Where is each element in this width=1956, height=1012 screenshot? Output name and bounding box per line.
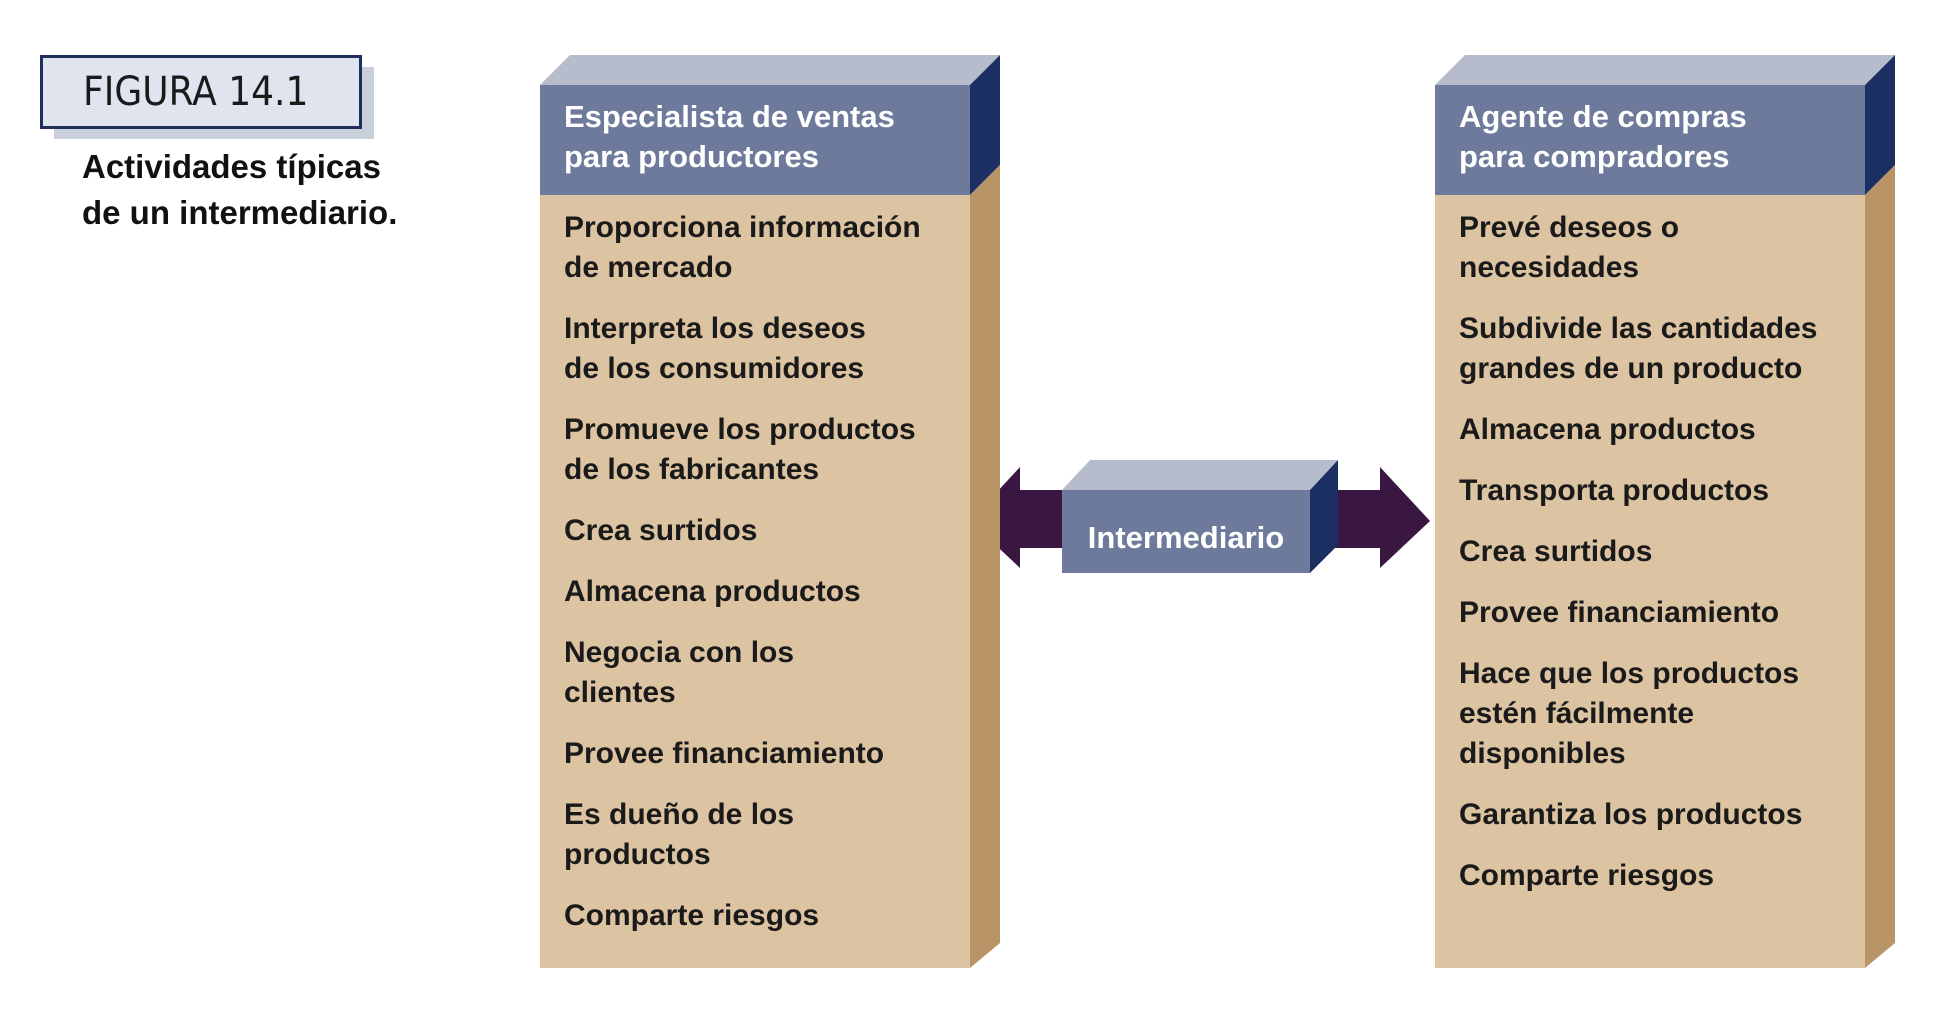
left-box-top xyxy=(540,55,1000,85)
right-column-title: Agente de compras para compradores xyxy=(1459,97,1747,177)
activity-item: Transporta productos xyxy=(1459,471,1817,511)
activity-line: de mercado xyxy=(564,251,733,284)
activity-item: Comparte riesgos xyxy=(564,896,921,936)
activity-item: Proporciona información de mercado xyxy=(564,208,921,288)
figure-label: FIGURA 14.1 xyxy=(83,69,309,115)
figure-label-frame: FIGURA 14.1 xyxy=(40,55,362,129)
activity-line: Hace que los productos xyxy=(1459,657,1800,690)
title-line: Agente de compras xyxy=(1459,99,1747,134)
left-column-box xyxy=(540,55,1000,968)
activity-item: Almacena productos xyxy=(564,572,921,612)
figure-label-box: FIGURA 14.1 xyxy=(40,55,374,139)
activity-line: productos xyxy=(564,838,711,871)
activity-line: Provee financiamiento xyxy=(564,737,885,770)
activity-line: Interpreta los deseos xyxy=(564,312,866,345)
activity-line: estén fácilmente xyxy=(1459,697,1695,730)
title-line: para productores xyxy=(564,139,819,174)
activity-line: Prevé deseos o xyxy=(1459,211,1680,244)
left-box-side-navy xyxy=(970,55,1000,195)
left-box-body xyxy=(540,195,970,968)
right-column-box xyxy=(1435,55,1895,968)
left-box-header xyxy=(540,85,970,195)
activity-item: Promueve los productos de los fabricante… xyxy=(564,410,921,490)
activity-item: Hace que los productos estén fácilmente … xyxy=(1459,654,1817,774)
activity-line: Comparte riesgos xyxy=(564,899,820,932)
activity-item: Provee financiamiento xyxy=(564,734,921,774)
right-box-header xyxy=(1435,85,1865,195)
activity-line: Promueve los productos xyxy=(564,413,916,446)
right-box-side-tan xyxy=(1865,165,1895,968)
activity-line: grandes de un producto xyxy=(1459,352,1803,385)
activity-item: Almacena productos xyxy=(1459,410,1817,450)
activity-item: Negocia con los clientes xyxy=(564,633,921,713)
left-column-seller-specialist: Especialista de ventas para productores … xyxy=(540,55,1000,970)
right-box-body xyxy=(1435,195,1865,968)
right-box-top xyxy=(1435,55,1895,85)
activity-line: Crea surtidos xyxy=(1459,535,1653,568)
right-activity-list: Prevé deseos o necesidades Subdivide las… xyxy=(1459,208,1817,917)
activity-line: Subdivide las cantidades xyxy=(1459,312,1818,345)
activity-line: Transporta productos xyxy=(1459,474,1770,507)
intermediario-box-top xyxy=(1062,460,1338,490)
activity-line: de los consumidores xyxy=(564,352,865,385)
activity-line: Proporciona información xyxy=(564,211,921,244)
activity-line: Crea surtidos xyxy=(564,514,758,547)
activity-line: Es dueño de los xyxy=(564,798,795,831)
intermediario-box-front xyxy=(1062,490,1310,573)
activity-line: Almacena productos xyxy=(564,575,861,608)
left-column-title: Especialista de ventas para productores xyxy=(564,97,895,177)
intermediario-box-side xyxy=(1310,460,1338,573)
activity-item: Subdivide las cantidades grandes de un p… xyxy=(1459,309,1817,389)
activity-line: Almacena productos xyxy=(1459,413,1756,446)
intermediario-label: Intermediario xyxy=(1087,520,1285,555)
activity-item: Interpreta los deseos de los consumidore… xyxy=(564,309,921,389)
activity-line: Comparte riesgos xyxy=(1459,859,1715,892)
figure-caption-line: de un intermediario. xyxy=(82,194,398,231)
activity-line: de los fabricantes xyxy=(564,453,820,486)
activity-item: Prevé deseos o necesidades xyxy=(1459,208,1817,288)
activity-item: Crea surtidos xyxy=(564,511,921,551)
activity-line: necesidades xyxy=(1459,251,1640,284)
right-column-purchasing-agent: Agente de compras para compradores Prevé… xyxy=(1435,55,1895,970)
activity-line: Negocia con los xyxy=(564,636,795,669)
right-box-side-navy xyxy=(1865,55,1895,195)
activity-line: Garantiza los productos xyxy=(1459,798,1803,831)
title-line: para compradores xyxy=(1459,139,1730,174)
activity-item: Es dueño de los productos xyxy=(564,795,921,875)
activity-item: Provee financiamiento xyxy=(1459,593,1817,633)
activity-item: Comparte riesgos xyxy=(1459,856,1817,896)
figure-caption-line: Actividades típicas xyxy=(82,148,381,185)
activity-item: Garantiza los productos xyxy=(1459,795,1817,835)
activity-item: Crea surtidos xyxy=(1459,532,1817,572)
activity-line: disponibles xyxy=(1459,737,1626,770)
activity-line: clientes xyxy=(564,676,676,709)
activity-line: Provee financiamiento xyxy=(1459,596,1780,629)
left-box-side-tan xyxy=(970,165,1000,968)
figure-caption: Actividades típicas de un intermediario. xyxy=(82,144,482,236)
title-line: Especialista de ventas xyxy=(564,99,895,134)
left-activity-list: Proporciona información de mercado Inter… xyxy=(564,208,921,957)
